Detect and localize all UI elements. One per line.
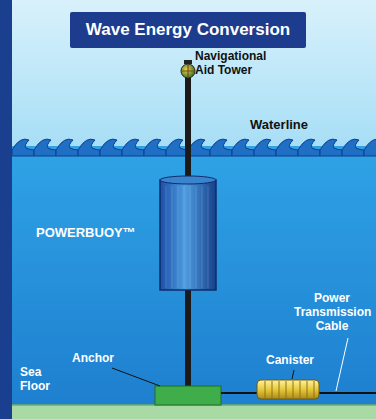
waterline-label: Waterline: [250, 118, 340, 133]
navigation-light: [181, 60, 195, 78]
tower-label: Navigational Aid Tower: [195, 50, 285, 78]
canister: [257, 380, 319, 399]
sea-floor-band: [12, 405, 376, 419]
anchor-label: Anchor: [72, 352, 142, 366]
anchor-block: [155, 386, 221, 405]
anchor-leader: [112, 368, 160, 386]
title-banner: Wave Energy Conversion: [70, 12, 306, 48]
canister-leader: [292, 370, 294, 379]
cable-label: Power Transmission Cable: [294, 292, 370, 333]
powerbuoy: [160, 176, 216, 290]
waves: [12, 139, 376, 156]
sea: [12, 146, 376, 408]
cable-leader: [336, 338, 348, 391]
buoy-label: POWERBUOY™: [36, 226, 146, 241]
sea-floor-label: Sea Floor: [20, 366, 70, 394]
sky: [12, 0, 376, 150]
diagram-title: Wave Energy Conversion: [86, 20, 290, 40]
canister-label: Canister: [266, 354, 346, 368]
